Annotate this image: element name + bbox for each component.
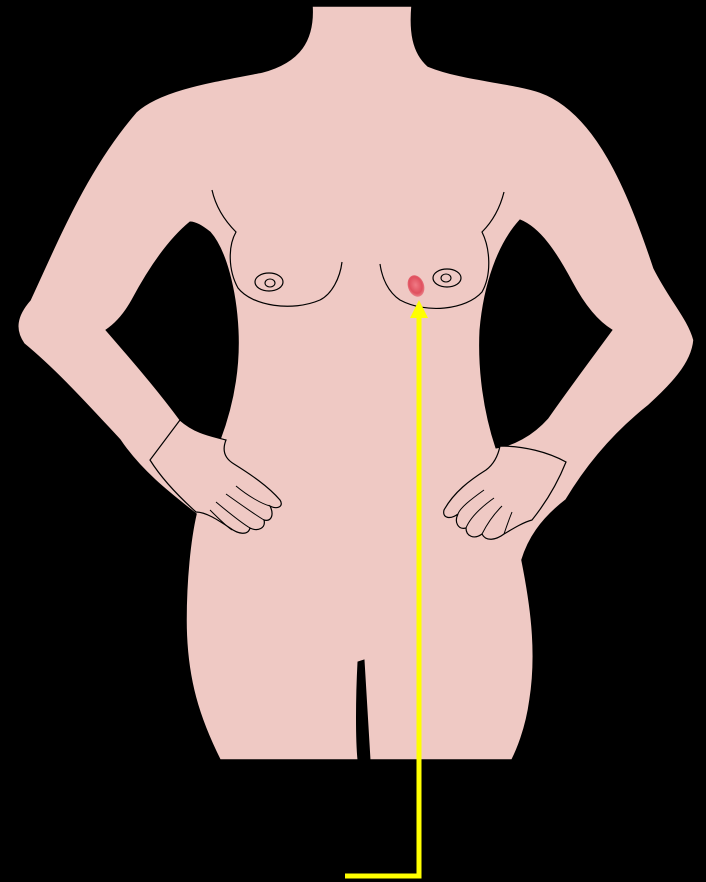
anatomy-diagram [0, 0, 706, 882]
